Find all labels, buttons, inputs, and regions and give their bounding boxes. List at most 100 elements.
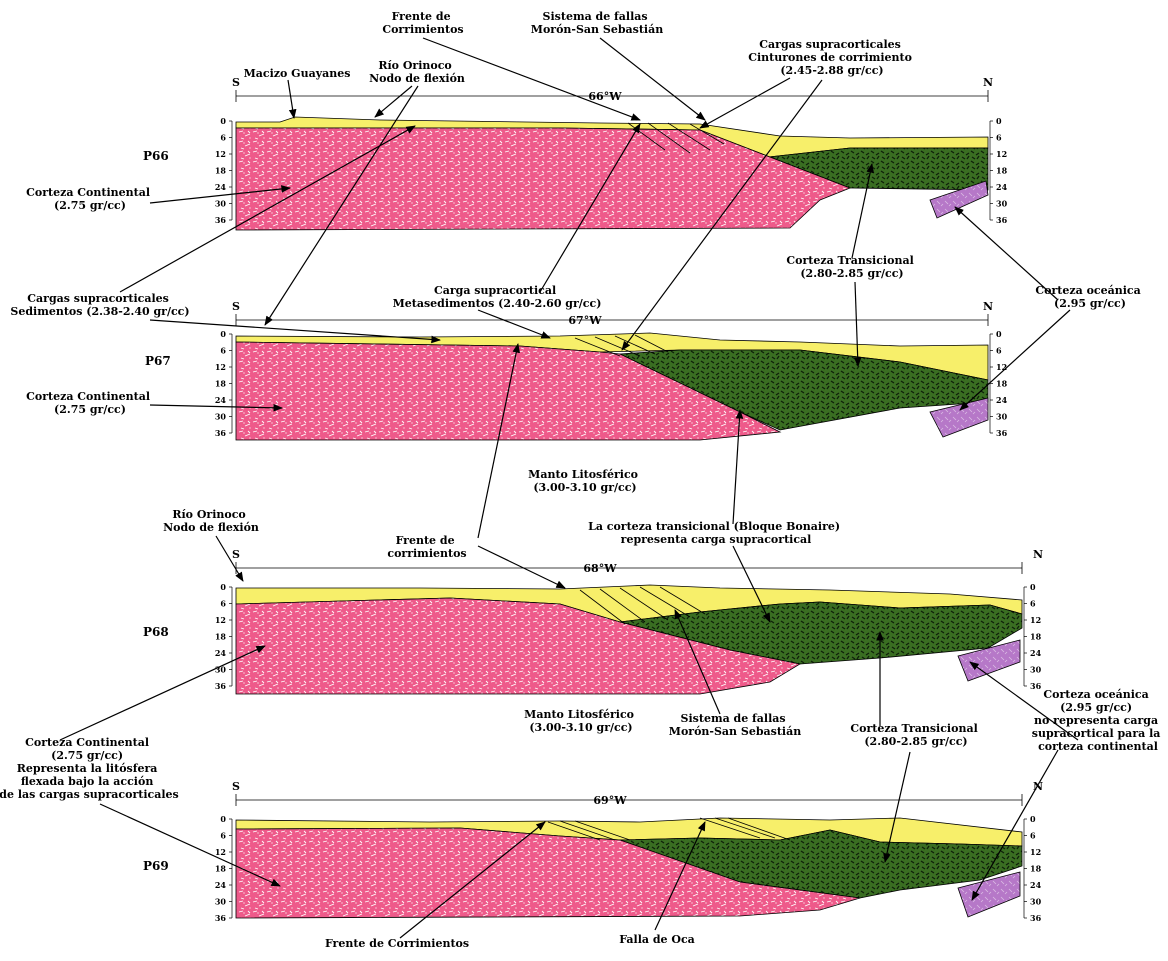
- south-label: S: [232, 300, 240, 313]
- profile-p69: S N 69°W P69 061218243036 061218243036: [143, 780, 1043, 923]
- label-cargas-cinturones: Cargas supracorticales Cinturones de cor…: [748, 38, 916, 77]
- profile-p67: S N 67°W P67 0 6 12 18 24 30 36 0 6 12 18 24 30 36: [145, 300, 1008, 440]
- depth-tick-label: 12: [215, 362, 226, 372]
- label-corteza-transicional-68: Corteza Transicional (2.80-2.85 gr/cc): [850, 722, 981, 748]
- depth-tick-label: 12: [1030, 615, 1041, 625]
- north-label: N: [983, 76, 993, 89]
- label-manto-litosferico-68: Manto Litosférico (3.00-3.10 gr/cc): [524, 708, 638, 734]
- depth-scale-right: 061218243036: [990, 329, 1008, 438]
- arrow: [288, 80, 294, 118]
- depth-tick-label: 18: [1030, 632, 1042, 642]
- depth-tick-label: 6: [1030, 599, 1036, 609]
- depth-tick-label: 0: [220, 582, 226, 592]
- profile-name: P68: [143, 625, 169, 639]
- label-corteza-continental-66: Corteza Continental (2.75 gr/cc): [26, 186, 154, 212]
- depth-tick-label: 18: [215, 864, 227, 874]
- depth-tick-label: 24: [215, 880, 227, 890]
- depth-tick-label: 24: [215, 648, 227, 658]
- depth-tick-label: 36: [1030, 681, 1042, 691]
- depth-tick-label: 6: [220, 133, 226, 143]
- depth-tick-label: 12: [1030, 847, 1041, 857]
- depth-tick-label: 30: [215, 199, 227, 209]
- depth-tick-label: 24: [215, 395, 227, 405]
- longitude-label: 69°W: [593, 794, 627, 807]
- label-falla-de-oca: Falla de Oca: [619, 933, 695, 946]
- profile-p68: S N 68°W P68 061218243036 061218243036: [143, 548, 1043, 694]
- depth-tick-label: 24: [1030, 880, 1042, 890]
- depth-tick-label: 36: [215, 913, 227, 923]
- depth-tick-label: 30: [996, 412, 1008, 422]
- depth-tick-label: 36: [215, 428, 227, 438]
- depth-tick-label: 0: [996, 329, 1002, 339]
- label-rio-orinoco-68: Río Orinoco Nodo de flexión: [163, 508, 259, 534]
- profile-p66: S N 66°W P66 061218243036 061218243036: [143, 76, 1008, 230]
- label-frente-corrimientos-69: Frente de Corrimientos: [325, 937, 469, 950]
- longitude-label: 68°W: [583, 562, 617, 575]
- depth-tick-label: 6: [996, 346, 1002, 356]
- label-corteza-continental-68: Corteza Continental (2.75 gr/cc) Represe…: [0, 736, 179, 801]
- depth-scale-right: 0 6 12 18 24 30 36: [990, 116, 1008, 225]
- label-frente-corrimientos-top: Frente de Corrimientos: [382, 10, 463, 36]
- arrow: [600, 38, 705, 120]
- depth-tick-label: 12: [215, 149, 226, 159]
- label-sistema-fallas-top: Sistema de fallas Morón-San Sebastián: [531, 10, 663, 36]
- profile-name: P67: [145, 354, 171, 368]
- depth-tick-label: 6: [1030, 831, 1036, 841]
- depth-tick-label: 24: [215, 182, 227, 192]
- profile-name: P66: [143, 149, 169, 163]
- depth-tick-label: 36: [215, 215, 227, 225]
- depth-tick-label: 0: [996, 116, 1002, 126]
- depth-scale-right: 061218243036: [1024, 582, 1042, 691]
- label-corteza-oceanica-66: Corteza oceánica (2.95 gr/cc): [1035, 284, 1144, 310]
- longitude-label: 67°W: [568, 314, 602, 327]
- depth-tick-label: 18: [215, 166, 227, 176]
- depth-tick-label: 6: [220, 346, 226, 356]
- depth-tick-label: 18: [996, 379, 1008, 389]
- depth-tick-label: 0: [220, 329, 226, 339]
- label-rio-orinoco-top: Río Orinoco Nodo de flexión: [369, 59, 465, 85]
- depth-tick-label: 0: [220, 814, 226, 824]
- depth-tick-label: 30: [1030, 897, 1042, 907]
- arrow: [60, 646, 265, 740]
- depth-tick-label: 0: [220, 116, 226, 126]
- north-label: N: [983, 300, 993, 313]
- depth-tick-label: 30: [1030, 665, 1042, 675]
- depth-tick-label: 6: [220, 831, 226, 841]
- depth-tick-label: 12: [996, 149, 1007, 159]
- south-label: S: [232, 76, 240, 89]
- depth-scale-left: 0 6 12 18 24 30 36: [215, 329, 232, 438]
- south-label: S: [232, 548, 240, 561]
- depth-tick-label: 18: [215, 379, 227, 389]
- depth-scale-left: 061218243036: [215, 582, 232, 691]
- label-carga-metasedimentos: Carga supracortical Metasedimentos (2.40…: [393, 284, 602, 310]
- depth-tick-label: 12: [215, 847, 226, 857]
- label-manto-litosferico-67: Manto Litosférico (3.00-3.10 gr/cc): [528, 468, 642, 494]
- depth-tick-label: 6: [996, 133, 1002, 143]
- depth-tick-label: 36: [1030, 913, 1042, 923]
- depth-tick-label: 18: [996, 166, 1008, 176]
- label-sistema-fallas-68: Sistema de fallas Morón-San Sebastián: [669, 712, 801, 738]
- depth-tick-label: 30: [996, 199, 1008, 209]
- depth-tick-label: 0: [1030, 582, 1036, 592]
- arrow: [478, 310, 550, 338]
- depth-tick-label: 18: [1030, 864, 1042, 874]
- depth-scale-left: 061218243036: [215, 814, 232, 923]
- label-corteza-continental-67: Corteza Continental (2.75 gr/cc): [26, 390, 154, 416]
- depth-tick-label: 12: [215, 615, 226, 625]
- profile-name: P69: [143, 859, 169, 873]
- arrow: [478, 546, 565, 588]
- depth-tick-label: 36: [996, 215, 1008, 225]
- label-macizo-guayanes: Macizo Guayanes: [244, 67, 351, 80]
- label-bloque-bonaire: La corteza transicional (Bloque Bonaire)…: [588, 520, 844, 546]
- depth-scale-left: 0 6 12 18 24 30 36: [215, 116, 232, 225]
- depth-tick-label: 12: [996, 362, 1007, 372]
- depth-tick-label: 0: [1030, 814, 1036, 824]
- depth-tick-label: 24: [996, 182, 1008, 192]
- depth-tick-label: 6: [220, 599, 226, 609]
- south-label: S: [232, 780, 240, 793]
- depth-tick-label: 36: [215, 681, 227, 691]
- arrow: [375, 86, 412, 117]
- depth-tick-label: 30: [215, 412, 227, 422]
